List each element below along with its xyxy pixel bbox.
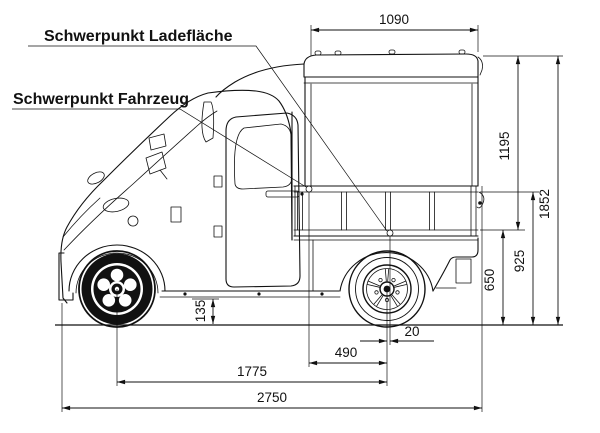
dim-sideboard-height-text: 925 [512, 250, 527, 273]
box-roof-slab [303, 53, 479, 78]
hood-vent [87, 171, 105, 185]
cg-bed-label: Schwerpunkt Ladefläche [44, 28, 233, 45]
box-roof-rear-lip [477, 56, 483, 76]
dim-cg-vehicle-offset: 490 [308, 345, 388, 366]
callout-cg-bed: Schwerpunkt Ladefläche [28, 28, 394, 237]
cg-bed-leader [28, 45, 388, 232]
door-hinge-upper [213, 175, 223, 188]
dim-overall-height: 1852 [537, 55, 561, 326]
roof-bolt [388, 49, 396, 55]
cab [60, 89, 304, 304]
cab-outline [60, 89, 293, 304]
cg-vehicle-label: Schwerpunkt Fahrzeug [13, 91, 189, 108]
dim-box-height-text: 1195 [497, 131, 512, 160]
cg-vehicle-marker [305, 185, 313, 193]
dim-ground-clearance: 135 [193, 298, 216, 325]
dim-overall-length: 2750 [61, 390, 483, 411]
dim-overall-height-text: 1852 [537, 189, 552, 219]
dim-cg-bed-offset: 20 [360, 324, 434, 344]
sill-bolt [257, 292, 261, 296]
dim-bed-floor-height: 650 [482, 229, 506, 326]
rear-spokes [367, 268, 407, 307]
front-fender-arch-outer [68, 244, 166, 292]
chassis [58, 237, 479, 301]
sill-bolt [183, 292, 187, 296]
canopy-front-slope [215, 63, 305, 98]
bed-rails [293, 185, 485, 237]
a-pillar-plate [170, 206, 182, 223]
vehicle-body [55, 49, 563, 328]
callout-cg-vehicle: Schwerpunkt Fahrzeug [12, 91, 313, 193]
indicator-light [127, 215, 139, 227]
rail-slats [294, 185, 477, 237]
dim-cg-bed-offset-text: 20 [404, 324, 419, 339]
cg-vehicle-leader [12, 108, 307, 188]
front-fender-arch-inner [75, 252, 159, 294]
front-lower-crease [62, 197, 101, 238]
rear-lug-bolts [374, 278, 400, 303]
mirror [145, 133, 168, 180]
cg-bed-marker [386, 229, 394, 237]
dim-ground-clearance-text: 135 [193, 300, 208, 323]
tailgate-latch [476, 191, 485, 209]
roof-bolt [458, 49, 466, 55]
dim-bed-length: 1090 [310, 12, 479, 33]
rear-fender-arch [339, 251, 434, 292]
door-hinge-lower [213, 225, 223, 238]
roof-bolt [314, 50, 322, 56]
dim-wheelbase-text: 1775 [237, 364, 267, 379]
roof-bolt [334, 50, 342, 56]
extension-lines [61, 25, 563, 412]
quarter-window [201, 101, 215, 143]
cargo-box [215, 49, 483, 187]
front-rim-spoke-slots [97, 268, 137, 307]
dim-sideboard-height: 925 [512, 191, 536, 326]
dim-wheelbase: 1775 [116, 364, 388, 385]
sill-bolt [320, 292, 324, 296]
door-window [234, 123, 293, 190]
dim-cg-vehicle-offset-text: 490 [335, 345, 358, 360]
dim-box-height: 1195 [497, 55, 521, 231]
headlight [102, 197, 130, 213]
windshield-hood-crease [63, 110, 218, 251]
dim-overall-length-text: 2750 [257, 390, 287, 405]
door-lock [300, 192, 304, 196]
rear-lower-body [432, 237, 479, 292]
door-handle [265, 190, 300, 198]
front-bumper [58, 252, 74, 301]
dim-bed-length-text: 1090 [379, 12, 409, 27]
dim-bed-floor-height-text: 650 [482, 269, 497, 292]
rear-step [455, 258, 472, 284]
latch-pin [478, 201, 482, 205]
door-outline [225, 112, 301, 288]
